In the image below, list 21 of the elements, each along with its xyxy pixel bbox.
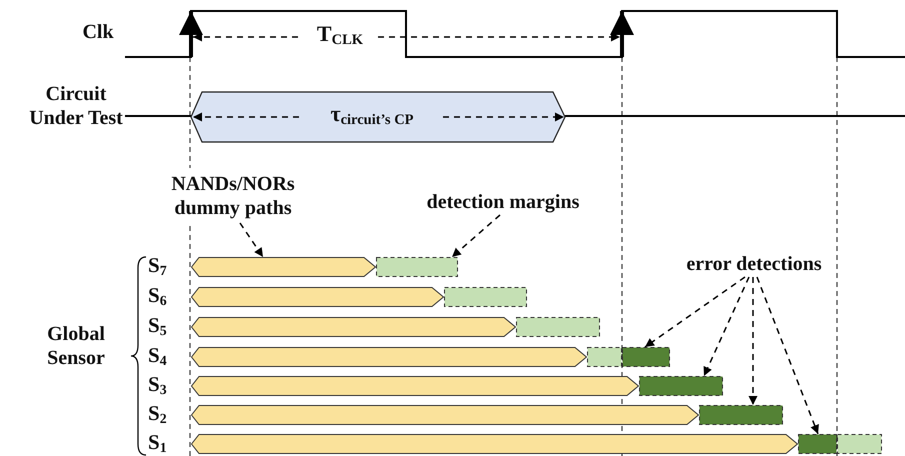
sensor-label: S$_{5}$ xyxy=(148,313,168,339)
leader-arrow xyxy=(644,276,746,348)
signal-label: Global Sensor xyxy=(46,322,106,371)
delay-label: τ$_{circuit’s CP}$ xyxy=(329,102,415,126)
leader-arrow xyxy=(703,276,750,376)
sensor-label: S$_{1}$ xyxy=(148,430,168,456)
sensor-label: S$_{4}$ xyxy=(148,343,168,369)
signal-label: T$_{CLK}$ xyxy=(316,22,364,50)
signal-label: Circuit Under Test xyxy=(28,82,124,130)
annotation-text: error detections xyxy=(676,252,832,276)
sensor-label: S$_{2}$ xyxy=(148,401,168,427)
leader-arrow xyxy=(756,276,819,434)
sensor-label: S$_{7}$ xyxy=(148,253,168,279)
signal-label: Clk xyxy=(81,20,115,45)
leader-arrow xyxy=(452,214,500,258)
annotation-text: NANDs/NORs dummy paths xyxy=(150,172,316,222)
leader-arrow xyxy=(239,222,264,258)
sensor-label: S$_{3}$ xyxy=(148,372,168,398)
leader-arrow xyxy=(748,277,758,405)
annotation-text: detection margins xyxy=(400,190,606,214)
sensor-label: S$_{6}$ xyxy=(148,283,168,309)
